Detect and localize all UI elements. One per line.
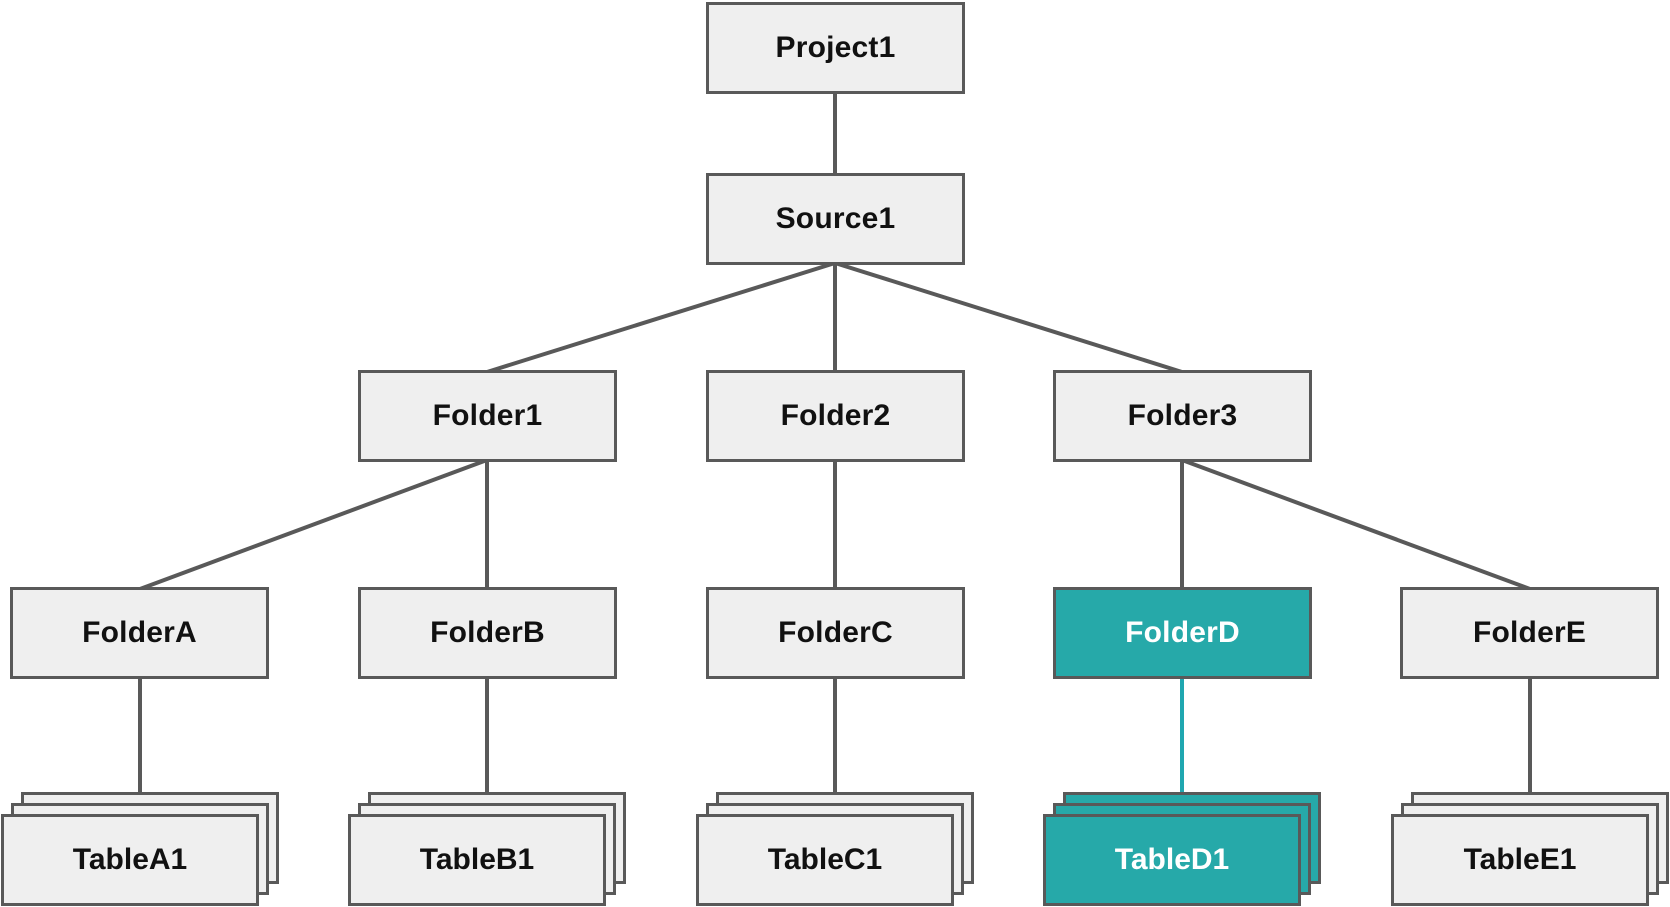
table-stack-tableB1: TableB1 bbox=[348, 792, 626, 906]
node-folder2-label: Folder2 bbox=[780, 399, 891, 432]
node-folderD-highlighted: FolderD bbox=[1053, 587, 1312, 679]
node-folder1: Folder1 bbox=[358, 370, 617, 462]
node-tableE1-label: TableE1 bbox=[1463, 843, 1577, 876]
node-folderC-label: FolderC bbox=[778, 616, 893, 649]
node-source1-label: Source1 bbox=[775, 202, 896, 235]
table-card-front: TableE1 bbox=[1391, 814, 1649, 906]
table-stack-tableE1: TableE1 bbox=[1391, 792, 1669, 906]
edge-folder1-folderA bbox=[139, 458, 488, 591]
node-folderE: FolderE bbox=[1400, 587, 1659, 679]
node-tableB1-label: TableB1 bbox=[419, 843, 535, 876]
node-folderC: FolderC bbox=[706, 587, 965, 679]
node-folderA: FolderA bbox=[10, 587, 269, 679]
node-project1: Project1 bbox=[706, 2, 965, 94]
table-card-front: TableA1 bbox=[1, 814, 259, 906]
node-folder3: Folder3 bbox=[1053, 370, 1312, 462]
node-folderA-label: FolderA bbox=[82, 616, 197, 649]
edge-folder3-folderE bbox=[1181, 458, 1531, 591]
node-folderD-label: FolderD bbox=[1125, 616, 1240, 649]
table-card-front: TableB1 bbox=[348, 814, 606, 906]
node-folderE-label: FolderE bbox=[1472, 616, 1587, 649]
edge-source1-folder1 bbox=[486, 261, 836, 374]
table-stack-tableC1: TableC1 bbox=[696, 792, 974, 906]
table-stack-tableD1-highlighted: TableD1 bbox=[1043, 792, 1321, 906]
node-project1-label: Project1 bbox=[775, 31, 896, 64]
node-tableD1-label: TableD1 bbox=[1114, 843, 1230, 876]
table-card-front: TableD1 bbox=[1043, 814, 1301, 906]
node-folder2: Folder2 bbox=[706, 370, 965, 462]
node-folder1-label: Folder1 bbox=[432, 399, 543, 432]
node-folderB-label: FolderB bbox=[430, 616, 545, 649]
table-stack-tableA1: TableA1 bbox=[1, 792, 279, 906]
node-tableC1-label: TableC1 bbox=[767, 843, 883, 876]
node-folderB: FolderB bbox=[358, 587, 617, 679]
node-source1: Source1 bbox=[706, 173, 965, 265]
table-card-front: TableC1 bbox=[696, 814, 954, 906]
edge-source1-folder3 bbox=[834, 261, 1183, 374]
node-folder3-label: Folder3 bbox=[1127, 399, 1238, 432]
node-tableA1-label: TableA1 bbox=[72, 843, 188, 876]
